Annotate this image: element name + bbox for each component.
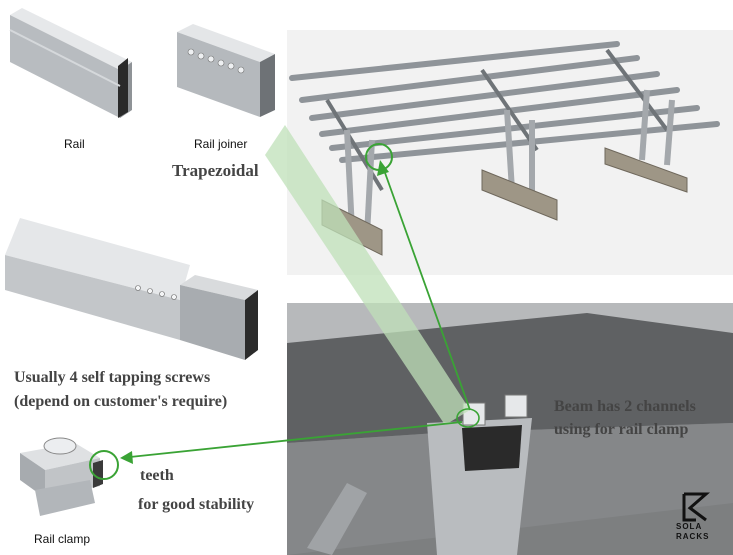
trapezoidal-label: Trapezoidal	[172, 161, 259, 180]
joined-rail-image	[0, 210, 280, 360]
rail-image	[0, 0, 150, 130]
beam-label-line1: Beam has 2 channels	[554, 398, 696, 415]
logo-mark-icon	[682, 492, 710, 522]
carport-frame-image	[287, 30, 733, 275]
beam-closeup-image	[287, 303, 733, 555]
screws-label-line2: (depend on customer's require)	[14, 393, 228, 410]
teeth-label: teeth	[140, 467, 174, 484]
beam-label-line2: using for rail clamp	[554, 421, 689, 438]
screws-label-line1: Usually 4 self tapping screws	[14, 369, 211, 386]
sola-racks-logo: SOLA RACKS	[676, 492, 720, 550]
rail-joiner-caption: Rail joiner	[194, 137, 248, 151]
rail-joiner-image	[165, 12, 285, 122]
rail-caption: Rail	[64, 137, 85, 151]
logo-text-line2: RACKS	[676, 532, 710, 541]
logo-text-line1: SOLA	[676, 522, 703, 531]
rail-clamp-caption: Rail clamp	[34, 532, 91, 546]
rail-clamp-image	[5, 418, 115, 523]
stability-label: for good stability	[138, 496, 255, 513]
